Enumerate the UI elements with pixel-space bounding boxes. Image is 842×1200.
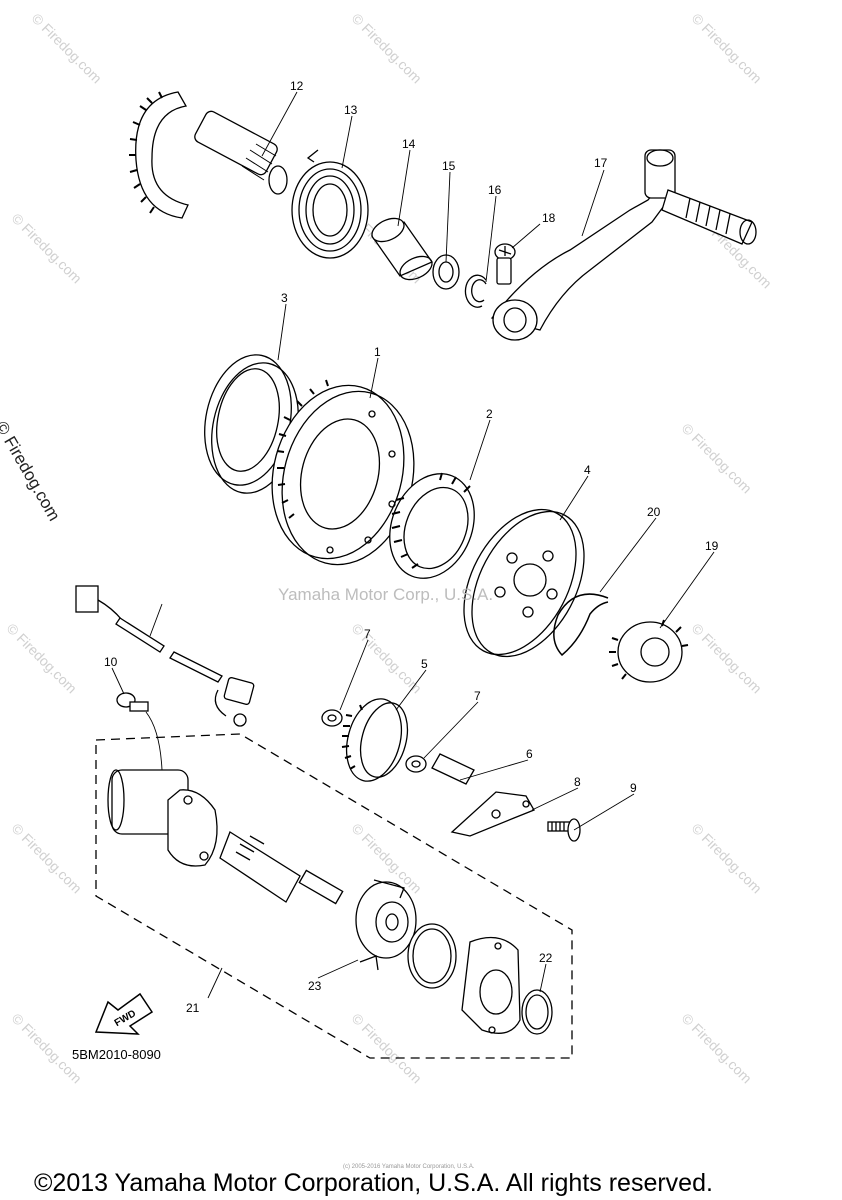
callout-15: 16 [488, 183, 502, 197]
callout-13: 14 [402, 137, 416, 151]
torsion-spring-part [291, 149, 369, 259]
idle-gear-part [341, 698, 409, 782]
callout-16: 17 [594, 156, 608, 170]
callout-11: 12 [290, 79, 304, 93]
kick-gear-shaft-part [129, 91, 288, 219]
diagram-code: 5BM2010-8090 [72, 1047, 161, 1062]
lead-wire-part [75, 585, 255, 727]
callout-8: 8 [574, 775, 581, 789]
bushing-part [371, 217, 433, 281]
idle-shaft-part [431, 753, 475, 785]
callout-1: 1 [374, 345, 381, 359]
one-way-clutch-part [389, 472, 475, 579]
small-copyright-note: (c) 2005-2016 Yamaha Motor Corporation, … [343, 1164, 475, 1170]
pinion-gear-part [609, 619, 689, 683]
callout-9: 9 [630, 781, 637, 795]
callout-3: 3 [281, 291, 288, 305]
callout-6: 6 [526, 747, 533, 761]
screw-part [547, 818, 581, 842]
callout-2: 2 [486, 407, 493, 421]
callout-4: 4 [584, 463, 591, 477]
starter-motor-assembly-outline [95, 733, 573, 1059]
callout-17: 18 [542, 211, 556, 225]
callout-5: 5 [421, 657, 428, 671]
o-ring-part [407, 923, 457, 989]
starter-motor-part [107, 769, 344, 905]
kick-lever-part [490, 149, 757, 341]
end-cover-part [461, 936, 521, 1034]
small-o-ring-part [521, 989, 553, 1035]
callout-7-upper: 7 [364, 627, 371, 641]
callout-20: 21 [186, 1001, 200, 1015]
washer-upper-part [321, 709, 343, 727]
mount-bolt-part [116, 692, 149, 712]
starter-clutch-part [463, 508, 585, 658]
callout-10: 10 [104, 655, 118, 669]
kick-bolt-part [494, 243, 516, 285]
callout-7-lower: 7 [474, 689, 481, 703]
callout-12: 13 [344, 103, 358, 117]
copyright-footer: ©2013 Yamaha Motor Corporation, U.S.A. A… [34, 1169, 713, 1197]
gear-plate-part [450, 791, 535, 837]
center-watermark: Yamaha Motor Corp., U.S.A. [278, 585, 494, 604]
callout-14: 15 [442, 159, 456, 173]
washer-lower-part [405, 755, 427, 773]
circlip-part [464, 274, 487, 308]
fwd-arrow-icon [94, 992, 154, 1035]
callout-21: 22 [539, 951, 553, 965]
callout-18: 19 [705, 539, 719, 553]
callout-19: 20 [647, 505, 661, 519]
brush-holder-part [355, 879, 417, 971]
large-circlip-part [553, 593, 609, 657]
callout-22: 23 [308, 979, 322, 993]
